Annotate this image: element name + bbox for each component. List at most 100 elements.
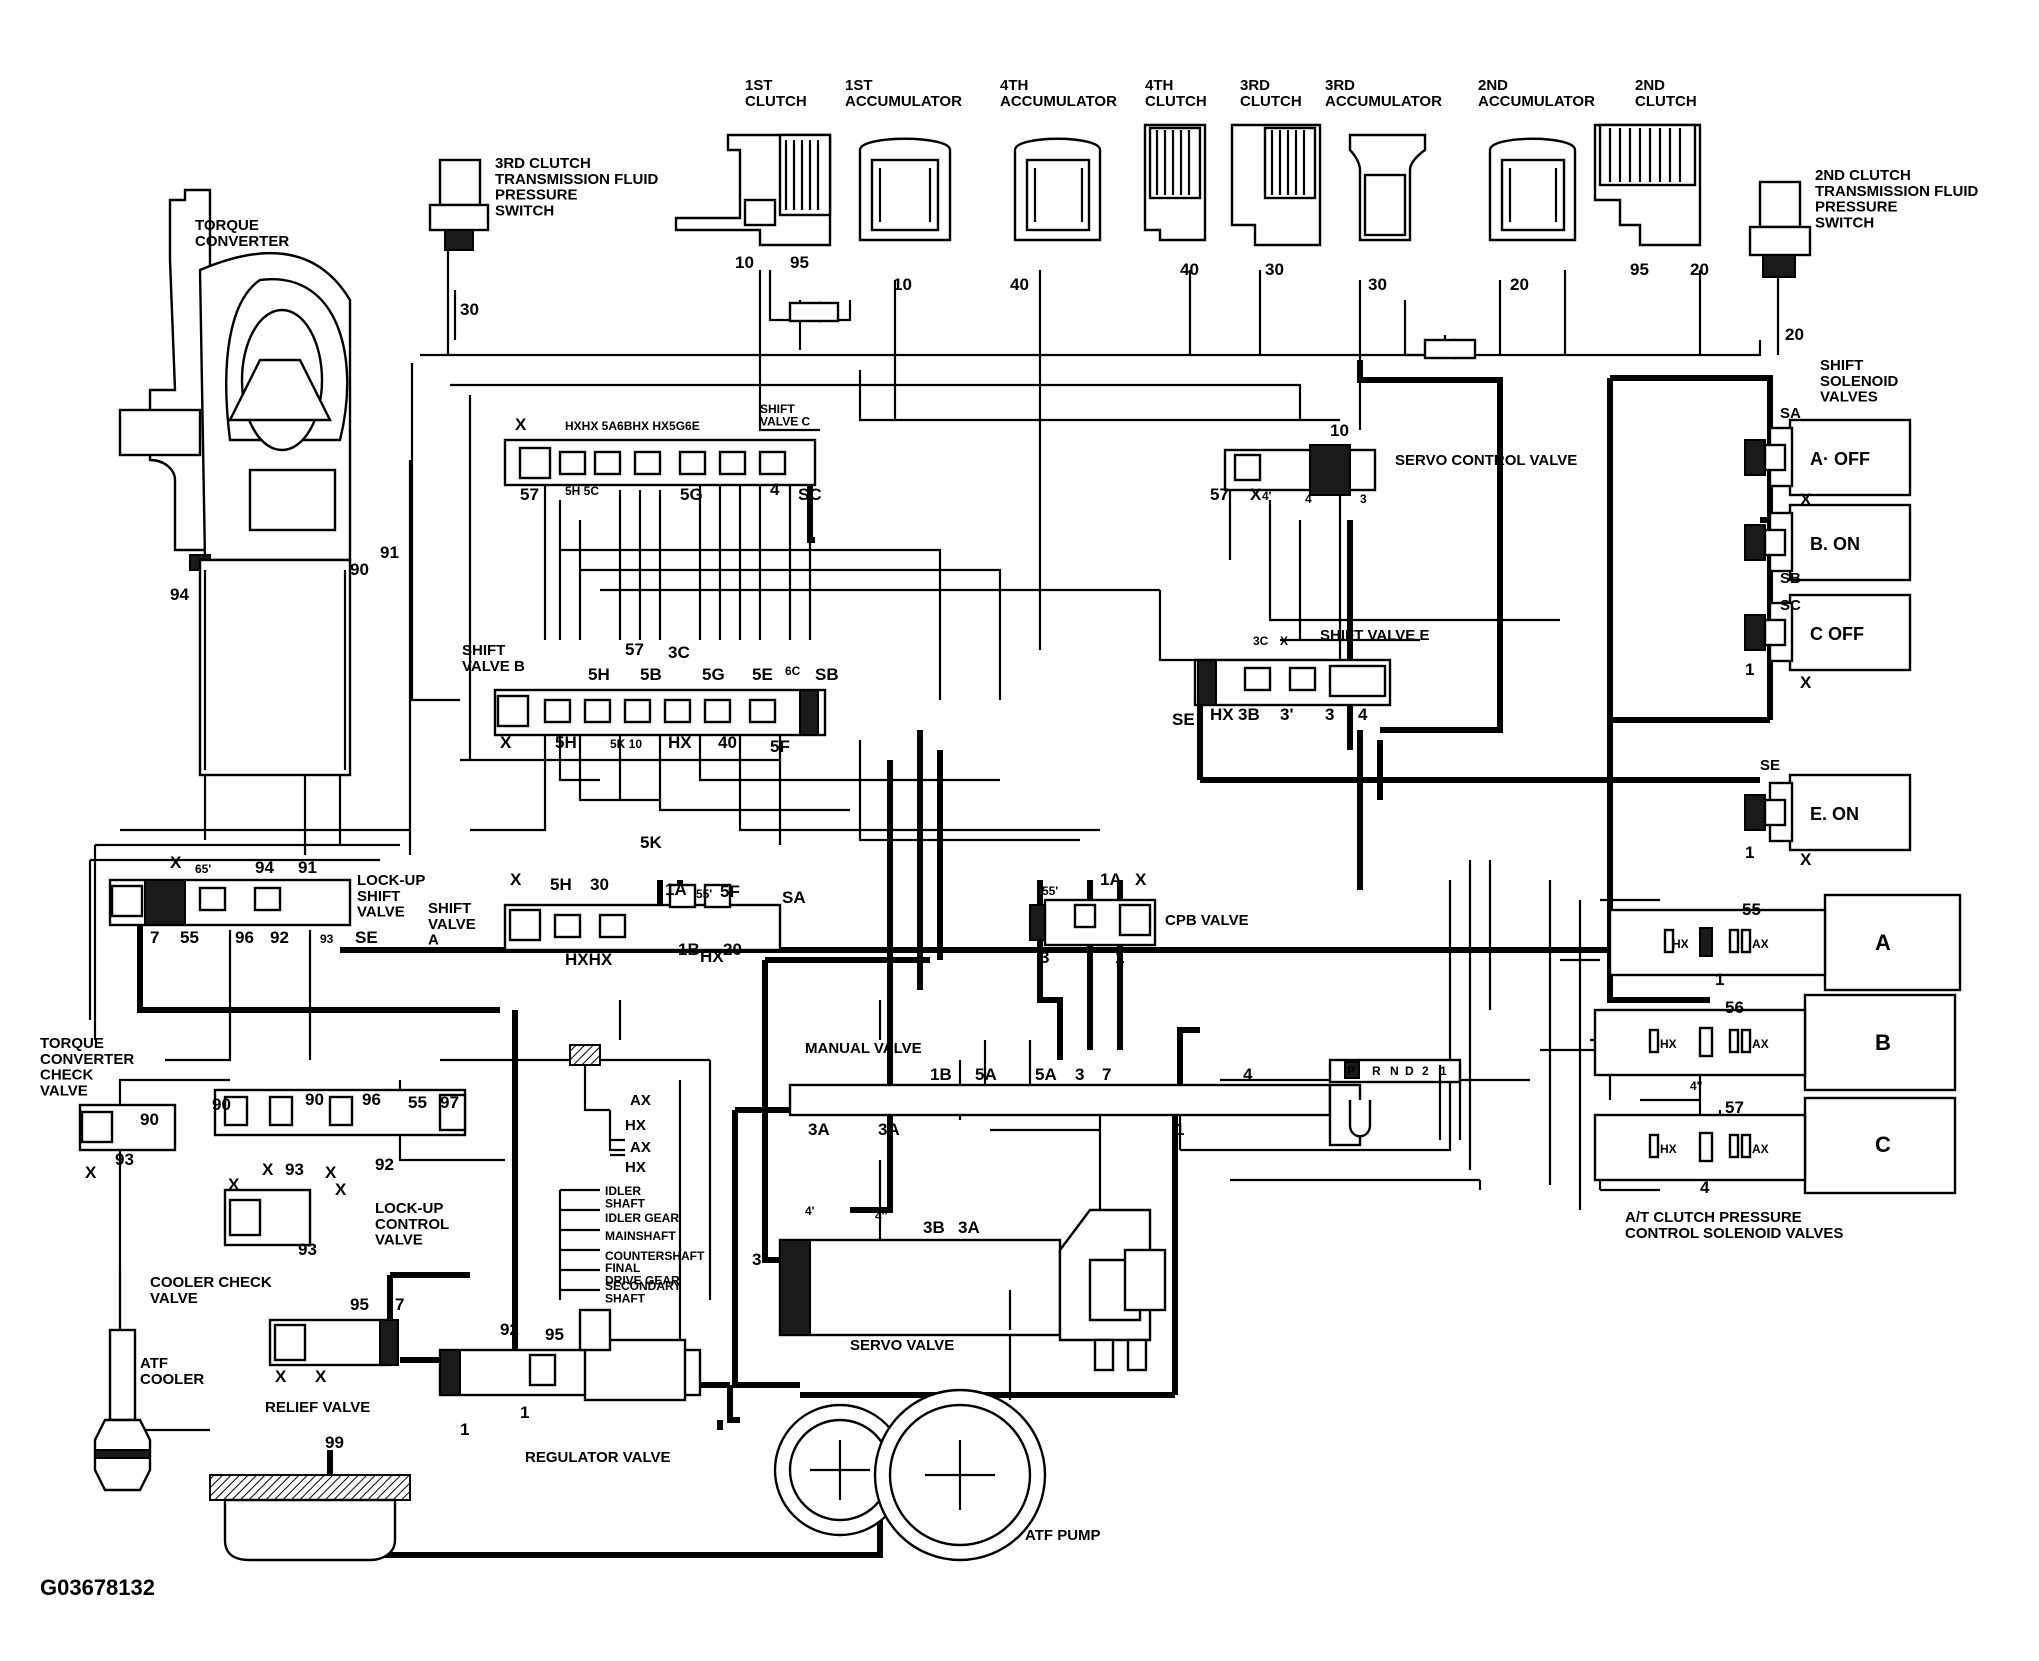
- port-99: 99: [325, 1433, 344, 1452]
- legend-mainshaft: MAINSHAFT: [605, 1229, 676, 1243]
- shift-valve-c-top-ports: HXHX 5A6BHX HX5G6E: [565, 419, 700, 433]
- port-sb-b: SB: [815, 665, 839, 684]
- thick-passages: [137, 360, 1790, 1558]
- legend-hx-1: HX: [625, 1117, 646, 1134]
- third-clutch-pressure-switch: [428, 158, 490, 355]
- port-92-lu: 92: [270, 928, 289, 947]
- cooler-check-valve: [223, 1188, 312, 1247]
- port-4pp-pb: 4'': [1690, 1079, 1703, 1093]
- port-x-rv2: X: [315, 1367, 327, 1386]
- label-sb: SB: [1780, 570, 1801, 587]
- solenoid-a: [1744, 418, 1912, 497]
- port-x-top: X: [515, 415, 527, 434]
- pos-2: 2: [1422, 1064, 1429, 1078]
- pos-n: N: [1390, 1064, 1399, 1078]
- port-30-switch: 30: [460, 300, 479, 319]
- port-5h-a: 5H: [550, 875, 572, 894]
- manual-valve: [788, 1058, 1462, 1147]
- port-4-e: 4: [1358, 705, 1368, 724]
- port-3a-sv: 3A: [958, 1218, 980, 1237]
- port-x-b: X: [500, 733, 512, 752]
- port-1-sc: 1: [1745, 660, 1754, 679]
- port-55p-cpb: 55': [1042, 884, 1058, 898]
- port-90-lc2: 90: [305, 1090, 324, 1109]
- port-5k: 5K: [640, 833, 662, 852]
- pressure-solenoid-b: [1593, 993, 1957, 1092]
- port-se-lu: SE: [355, 928, 378, 947]
- port-5h-b2: 5H: [555, 733, 577, 752]
- port-4-mv: 4: [1243, 1065, 1253, 1084]
- atf-cooler: [93, 1328, 152, 1492]
- port-90-lc1: 90: [212, 1095, 231, 1114]
- pos-1: 1: [1440, 1064, 1447, 1078]
- port-3p-sv: 3': [752, 1250, 766, 1269]
- legend-hx-2: HX: [625, 1159, 646, 1176]
- legend-ax-2: AX: [630, 1139, 651, 1156]
- pressure-solenoid-a: [1608, 893, 1962, 992]
- port-57-b: 57: [625, 640, 644, 659]
- port-x-sa: X: [1800, 490, 1812, 509]
- port-5a-mv2: 5A: [1035, 1065, 1057, 1084]
- port-3-scv: 3: [1360, 492, 1367, 506]
- port-3a-mv2: 3A: [878, 1120, 900, 1139]
- port-10-b: 10: [893, 275, 912, 294]
- label-se: SE: [1760, 757, 1780, 774]
- port-labels: 10 95 10 40 40 30 30 20 95 20 30 20 94 9…: [85, 253, 1812, 1452]
- port-5b-b: 5B: [640, 665, 662, 684]
- port-96-lc: 96: [362, 1090, 381, 1109]
- legend-ax-1: AX: [630, 1092, 651, 1109]
- servo-valve: [778, 1208, 1167, 1400]
- port-4p-scv: 4': [1262, 489, 1272, 503]
- port-97-lc: 97: [440, 1093, 459, 1112]
- port-se-e: SE: [1172, 710, 1195, 729]
- shift-valve-a: [503, 883, 782, 952]
- atf-pump: [773, 1388, 1047, 1562]
- pc-hx: HX: [1660, 1142, 1677, 1156]
- shift-valve-c-nums: 5H 5C: [565, 484, 599, 498]
- shift-solenoid-block: [1744, 418, 1912, 852]
- port-hx-b: HX: [668, 733, 692, 752]
- third-accumulator: [1348, 133, 1427, 242]
- port-5g-c: 5G: [680, 485, 703, 504]
- port-95-rv: 95: [350, 1295, 369, 1314]
- label-regulator-valve: REGULATOR VALVE: [525, 1449, 671, 1466]
- port-92-lc: 92: [375, 1155, 394, 1174]
- second-clutch: [1593, 123, 1702, 247]
- legend-block: [558, 1044, 625, 1300]
- pressure-solenoid-a-label: A: [1875, 930, 1891, 955]
- port-x-rv1: X: [275, 1367, 287, 1386]
- port-20-switch: 20: [1785, 325, 1804, 344]
- port-95-b: 95: [1630, 260, 1649, 279]
- port-90-tc: 90: [350, 560, 369, 579]
- port-94: 94: [170, 585, 189, 604]
- solenoid-labels: A· OFF B. ON C OFF E. ON SA SB SC SE A B…: [1760, 405, 1891, 1157]
- port-hxhx-a: HXHX: [565, 950, 613, 969]
- shift-valve-c: [503, 438, 817, 487]
- pb-ax: AX: [1752, 1037, 1769, 1051]
- port-95-a: 95: [790, 253, 809, 272]
- port-4-pc: 4: [1700, 1178, 1710, 1197]
- port-x-lc2: X: [262, 1160, 274, 1179]
- port-4pp-sv: 4'': [875, 1209, 888, 1223]
- second-clutch-pressure-switch: [1748, 180, 1812, 355]
- port-65p: 65': [195, 862, 211, 876]
- label-relief-valve: RELIEF VALVE: [265, 1399, 370, 1416]
- port-40-a: 40: [1010, 275, 1029, 294]
- port-40-b2: 40: [718, 733, 737, 752]
- port-1b-a: 1B: [678, 940, 700, 959]
- lockup-control-valve: [213, 1088, 467, 1137]
- legend-countershaft: COUNTERSHAFT: [605, 1249, 705, 1263]
- port-94-lu: 94: [255, 858, 274, 877]
- pos-p: P: [1347, 1064, 1355, 1078]
- port-20-a: 20: [1510, 275, 1529, 294]
- port-7-rv: 7: [395, 1295, 404, 1314]
- pressure-solenoid-c-label: C: [1875, 1132, 1891, 1157]
